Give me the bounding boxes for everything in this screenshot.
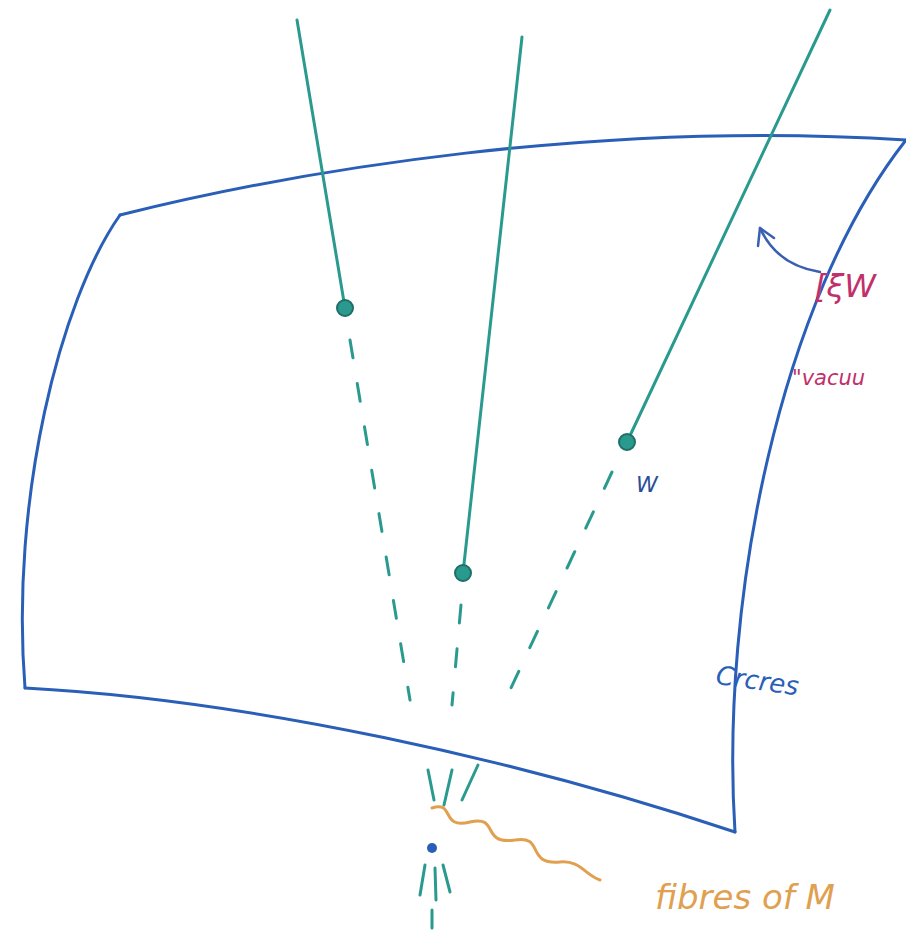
fibre-dashed bbox=[350, 340, 410, 700]
surface-top-edge bbox=[120, 135, 906, 215]
fibre-stub bbox=[444, 770, 452, 805]
point-label: W bbox=[636, 474, 658, 496]
note-label: "vacuu bbox=[792, 368, 865, 389]
surface-left-edge bbox=[22, 215, 120, 688]
fibre-stub bbox=[443, 865, 450, 892]
surface-bottom-edge bbox=[25, 688, 735, 832]
class-label: [ξW bbox=[814, 270, 876, 302]
apex-dot bbox=[427, 843, 437, 853]
arrow-head bbox=[758, 228, 774, 246]
fibre-line bbox=[463, 37, 522, 573]
fibre-stub bbox=[435, 868, 436, 900]
fibre-stub bbox=[431, 910, 434, 928]
fibre-dashed bbox=[510, 472, 612, 690]
fibre-stub bbox=[462, 765, 478, 800]
fibre-line bbox=[297, 20, 345, 308]
point-dot bbox=[455, 565, 471, 581]
point-dot bbox=[619, 434, 635, 450]
surface-label: Crcres bbox=[714, 662, 800, 699]
fibre-stub bbox=[420, 865, 425, 895]
fibres-label: fibres of M bbox=[655, 880, 835, 914]
fibre-dashed bbox=[452, 605, 461, 705]
point-dot bbox=[337, 300, 353, 316]
wavy-leader bbox=[432, 807, 600, 880]
fibre-stub bbox=[428, 770, 434, 800]
surface-right-edge bbox=[733, 140, 906, 832]
